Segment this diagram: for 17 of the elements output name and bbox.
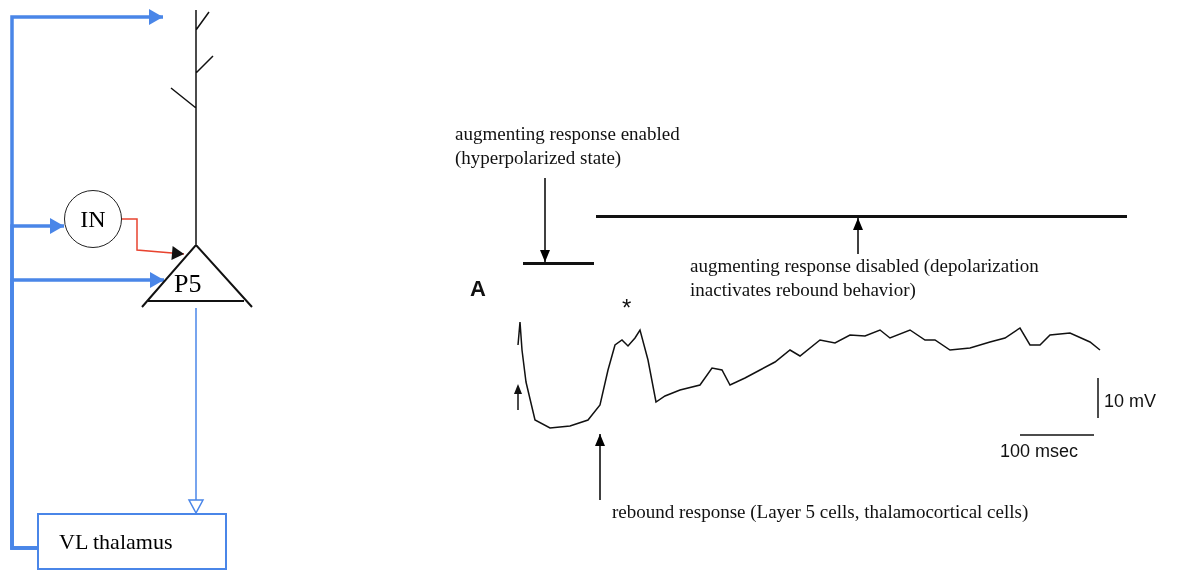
axon-connection [188, 307, 204, 514]
scale-label: 10 mV [1104, 391, 1157, 412]
leader-arrow [540, 177, 550, 263]
neuron-label: P5 [174, 269, 202, 299]
peak-asterisk: * [622, 294, 632, 322]
leader-arrow [595, 433, 605, 501]
leader-arrow [853, 217, 863, 255]
annotation-text: augmenting response disabled (depolarization inactivates rebound behavior) [690, 254, 1110, 304]
state-bar [523, 262, 594, 265]
state-bar [596, 215, 1127, 218]
axon-connection [121, 218, 185, 260]
annotation-text: rebound response (Layer 5 cells, thalamocortical cells) [612, 500, 1182, 526]
panel-letter: A [470, 276, 486, 302]
annotation-text: augmenting response enabled (hyperpolarized state) [455, 122, 725, 178]
axon-connection [10, 9, 163, 550]
thalamus-box: VL thalamus [37, 513, 227, 570]
scale-label: 100 msec [1000, 441, 1079, 462]
